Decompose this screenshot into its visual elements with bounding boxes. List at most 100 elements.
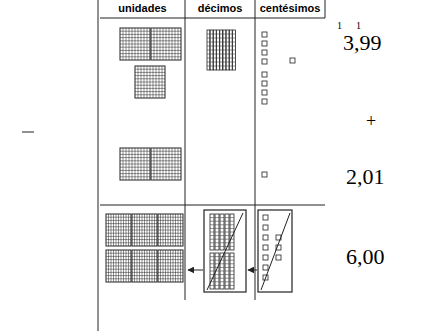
rod-segment xyxy=(210,66,213,67)
hundredth-cube xyxy=(262,81,267,86)
grid-line xyxy=(178,250,179,282)
rod-outline xyxy=(210,30,213,70)
rod-segment xyxy=(210,260,214,261)
rod-segment xyxy=(225,267,229,268)
rod-segment xyxy=(210,239,214,240)
rod-segment xyxy=(217,50,220,51)
rod-outline xyxy=(217,30,220,70)
unit-outline xyxy=(158,250,183,282)
grid-line xyxy=(120,170,150,171)
rod-segment xyxy=(210,267,214,268)
grid-line xyxy=(123,250,124,282)
grid-line xyxy=(120,50,150,51)
rod-segment xyxy=(220,235,224,236)
rod-segment xyxy=(217,62,220,63)
exchange-box xyxy=(258,210,292,292)
grid-line xyxy=(135,91,165,92)
tenth-rod xyxy=(220,30,223,70)
tenth-rod xyxy=(225,253,229,289)
addend-one-blocks xyxy=(120,28,295,104)
rod-segment xyxy=(223,58,226,59)
tenth-rod xyxy=(230,214,234,250)
rod-segment xyxy=(210,224,214,225)
tenth-rod xyxy=(230,253,234,289)
tenth-rod xyxy=(213,30,216,70)
grid-line xyxy=(149,250,150,282)
rod-segment xyxy=(215,239,219,240)
rod-segment xyxy=(207,34,210,35)
rod-segment xyxy=(233,54,236,55)
rod-segment xyxy=(226,54,229,55)
grid-line xyxy=(141,28,142,60)
rod-segment xyxy=(210,263,214,264)
rod-segment xyxy=(220,50,223,51)
rod-segment xyxy=(226,38,229,39)
rod-segment xyxy=(210,54,213,55)
rod-segment xyxy=(220,217,224,218)
rod-segment xyxy=(215,278,219,279)
rod-segment xyxy=(220,54,223,55)
grid-line xyxy=(128,250,129,282)
rod-segment xyxy=(230,221,234,222)
rod-outline xyxy=(223,30,226,70)
rod-segment xyxy=(225,271,229,272)
grid-line xyxy=(158,236,183,237)
grid-line xyxy=(120,56,150,57)
rod-segment xyxy=(220,271,224,272)
grid-line xyxy=(120,164,150,165)
rod-segment xyxy=(226,34,229,35)
rod-segment xyxy=(215,224,219,225)
grid-line xyxy=(158,239,183,240)
rod-segment xyxy=(213,62,216,63)
header-rule xyxy=(100,18,325,19)
unit-flat xyxy=(151,148,181,180)
grid-line xyxy=(158,269,183,270)
grid-line xyxy=(178,214,179,246)
rod-segment xyxy=(230,232,234,233)
rod-outline xyxy=(215,214,219,250)
rod-segment xyxy=(229,58,232,59)
rod-segment xyxy=(210,217,214,218)
tenth-rod xyxy=(210,253,214,289)
grid-line xyxy=(106,272,131,273)
grid-line xyxy=(138,28,139,60)
column-rule xyxy=(325,0,326,18)
rod-segment xyxy=(225,239,229,240)
rod-outline xyxy=(220,214,224,250)
rod-segment xyxy=(210,46,213,47)
rod-segment xyxy=(220,285,224,286)
grid-line xyxy=(173,250,174,282)
rod-segment xyxy=(207,62,210,63)
table-rules xyxy=(22,0,325,331)
grid-line xyxy=(132,266,157,267)
hundredth-cube xyxy=(262,99,267,104)
rod-segment xyxy=(207,46,210,47)
sum-rule xyxy=(100,204,325,205)
rod-segment xyxy=(207,66,210,67)
rod-segment xyxy=(215,263,219,264)
hundredth-cube xyxy=(262,32,267,37)
grid-line xyxy=(132,239,157,240)
grid-line xyxy=(132,269,157,270)
grid-line xyxy=(144,148,145,180)
rod-segment xyxy=(230,278,234,279)
rod-segment xyxy=(213,42,216,43)
rod-segment xyxy=(220,263,224,264)
rod-segment xyxy=(230,285,234,286)
rod-segment xyxy=(225,232,229,233)
rod-segment xyxy=(225,235,229,236)
grid-line xyxy=(151,170,181,171)
grid-line xyxy=(147,148,148,180)
column-header: décimos xyxy=(185,3,255,14)
grid-line xyxy=(158,230,183,231)
rod-segment xyxy=(225,256,229,257)
rod-segment xyxy=(230,271,234,272)
rod-segment xyxy=(217,46,220,47)
rod-outline xyxy=(226,30,229,70)
hundredth-cube xyxy=(262,50,267,55)
rod-segment xyxy=(230,267,234,268)
rod-segment xyxy=(220,58,223,59)
rod-segment xyxy=(229,38,232,39)
exchange-box xyxy=(204,210,246,292)
